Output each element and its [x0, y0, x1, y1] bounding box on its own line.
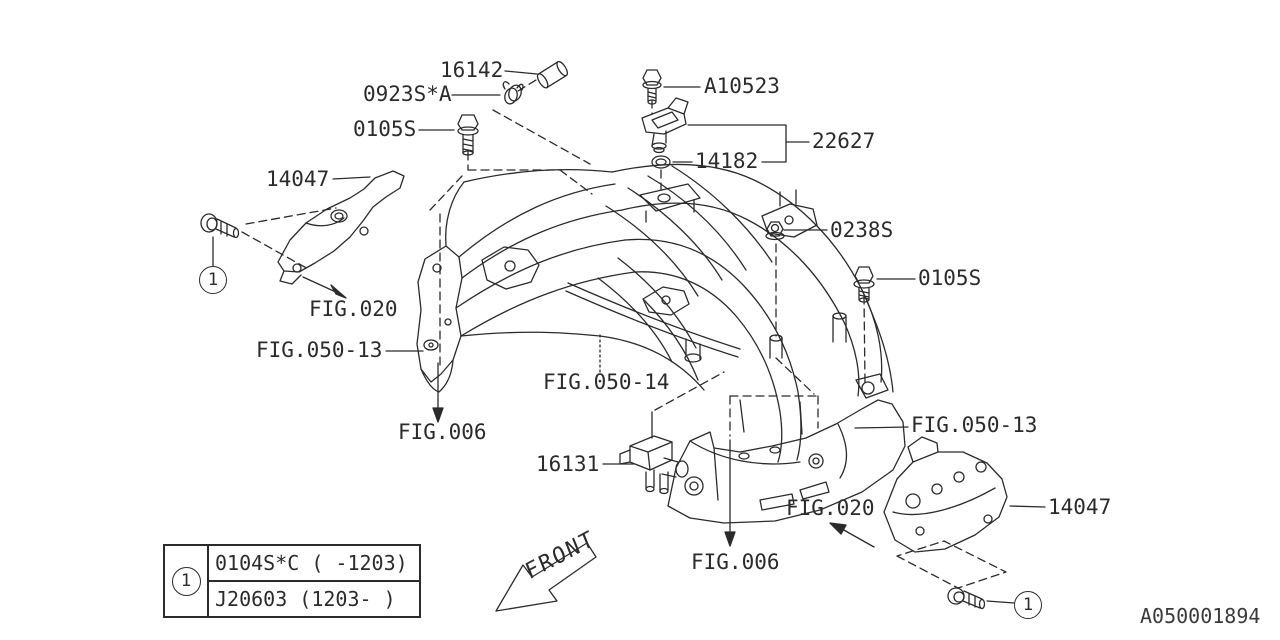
figure-arrows	[302, 276, 875, 548]
legend-rows: 0104S*C ( -1203) J20603 (1203- )	[209, 546, 419, 616]
bracket-14047-left	[277, 170, 405, 285]
label-part-16142: 16142	[440, 58, 504, 82]
callout-marker-1-right: 1	[1014, 591, 1042, 619]
label-part-0238s: 0238S	[830, 218, 894, 242]
label-part-14047-left: 14047	[266, 167, 330, 191]
label-part-14182: 14182	[695, 149, 759, 173]
label-fig050-14: FIG.050-14	[543, 370, 670, 394]
label-fig020-lower-right: FIG.020	[786, 496, 875, 520]
label-fig006-bottom: FIG.006	[691, 550, 780, 574]
label-part-16131: 16131	[536, 452, 600, 476]
solenoid-glyph-16131	[619, 435, 689, 495]
label-fig050-13-right: FIG.050-13	[911, 413, 1038, 437]
o-ring-glyph-14182	[651, 155, 671, 169]
clamp-glyph-0923s	[502, 81, 524, 105]
assembly-dashed-lines	[241, 79, 1007, 589]
nut-glyph-0238s	[765, 221, 785, 241]
front-arrow	[495, 542, 597, 612]
drawing-number: A050001894	[1140, 604, 1261, 628]
callout-marker-1-left: 1	[199, 266, 227, 294]
bolt-glyph-callout1-left	[200, 213, 240, 239]
bolt-glyph-0105s-right	[853, 266, 875, 303]
label-part-0105s-right: 0105S	[918, 266, 982, 290]
label-fig020-upper-left: FIG.020	[309, 297, 398, 321]
hose-glyph-16142	[536, 60, 569, 89]
bolt-glyph-a10523	[642, 69, 662, 105]
bolt-glyph-callout1-right	[947, 587, 986, 610]
label-part-0923s-a: 0923S*A	[363, 82, 452, 106]
label-part-22627: 22627	[812, 129, 876, 153]
legend-row-1: 0104S*C ( -1203)	[215, 551, 408, 575]
intake-manifold-upper	[416, 163, 894, 463]
label-part-a10523: A10523	[704, 74, 780, 98]
sensor-glyph-22627	[641, 97, 689, 154]
legend-table: 1 0104S*C ( -1203) J20603 (1203- )	[163, 544, 421, 618]
label-part-14047-right: 14047	[1048, 495, 1112, 519]
legend-marker-circle: 1	[171, 566, 201, 596]
legend-row-2: J20603 (1203- )	[209, 580, 419, 616]
intake-manifold-lower	[667, 373, 906, 524]
leader-lines	[212, 70, 1046, 604]
label-fig050-13-left: FIG.050-13	[256, 338, 383, 362]
label-fig006-left: FIG.006	[398, 420, 487, 444]
bolt-glyph-0105s-upper	[457, 114, 479, 156]
bracket-14047-right	[883, 436, 1008, 553]
legend-marker-cell: 1	[165, 546, 209, 616]
label-part-0105s-upper-left: 0105S	[353, 117, 417, 141]
